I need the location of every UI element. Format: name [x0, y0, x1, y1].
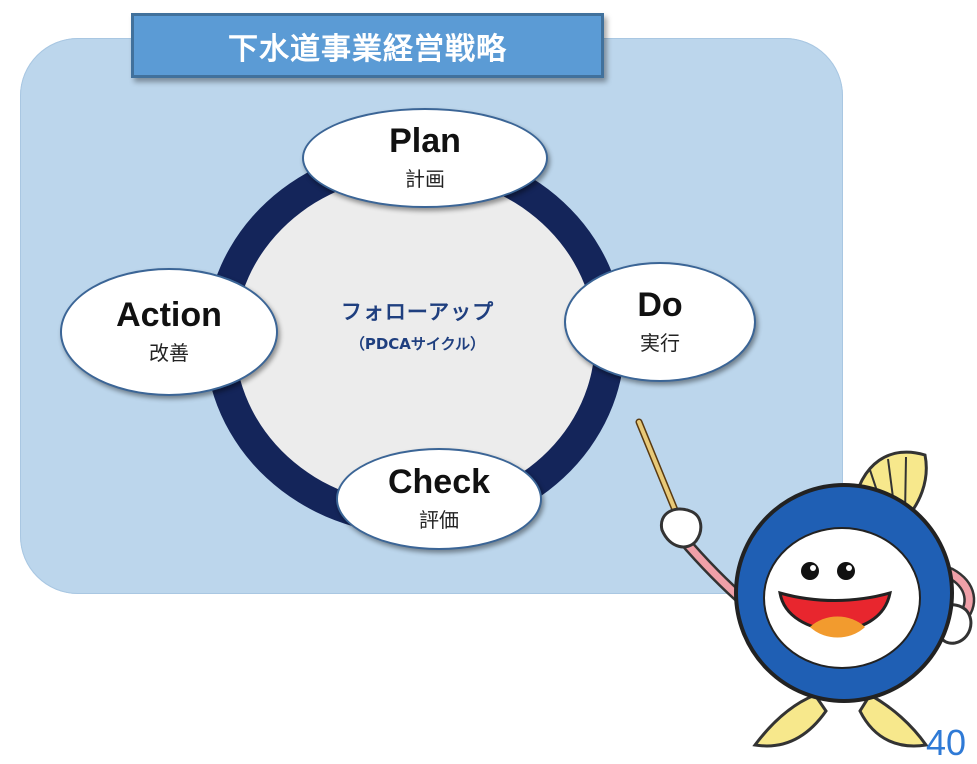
mascot-left-flipper: [752, 693, 828, 748]
node-check: Check 評価: [336, 448, 542, 550]
center-label-main: フォローアップ: [340, 300, 495, 324]
page-number: 40: [926, 722, 967, 763]
mascot-face: [763, 527, 921, 669]
node-do-en: Do: [637, 285, 683, 324]
mascot-mouth: [778, 590, 892, 632]
diagram-title: 下水道事業経営戦略: [228, 31, 507, 67]
node-plan-ja: 計画: [405, 167, 445, 192]
center-label-sub: （PDCAサイクル）: [349, 335, 486, 353]
center-label: フォローアップ （PDCAサイクル）: [300, 296, 535, 354]
node-check-en: Check: [387, 462, 491, 501]
title-box: 下水道事業経営戦略: [131, 13, 604, 78]
mascot-left-glove: [659, 507, 703, 549]
mascot-right-eye: [837, 562, 855, 580]
node-plan: Plan 計画: [302, 108, 548, 208]
node-plan-en: Plan: [389, 121, 461, 160]
mascot-right-flipper: [858, 693, 929, 748]
node-do: Do 実行: [564, 262, 756, 382]
mascot-illustration: [635, 418, 976, 748]
node-check-ja: 評価: [419, 508, 459, 533]
node-action-ja: 改善: [149, 341, 189, 366]
node-action: Action 改善: [60, 268, 278, 396]
node-action-en: Action: [116, 295, 222, 334]
node-do-ja: 実行: [640, 331, 680, 356]
mascot-left-eye: [801, 562, 819, 580]
